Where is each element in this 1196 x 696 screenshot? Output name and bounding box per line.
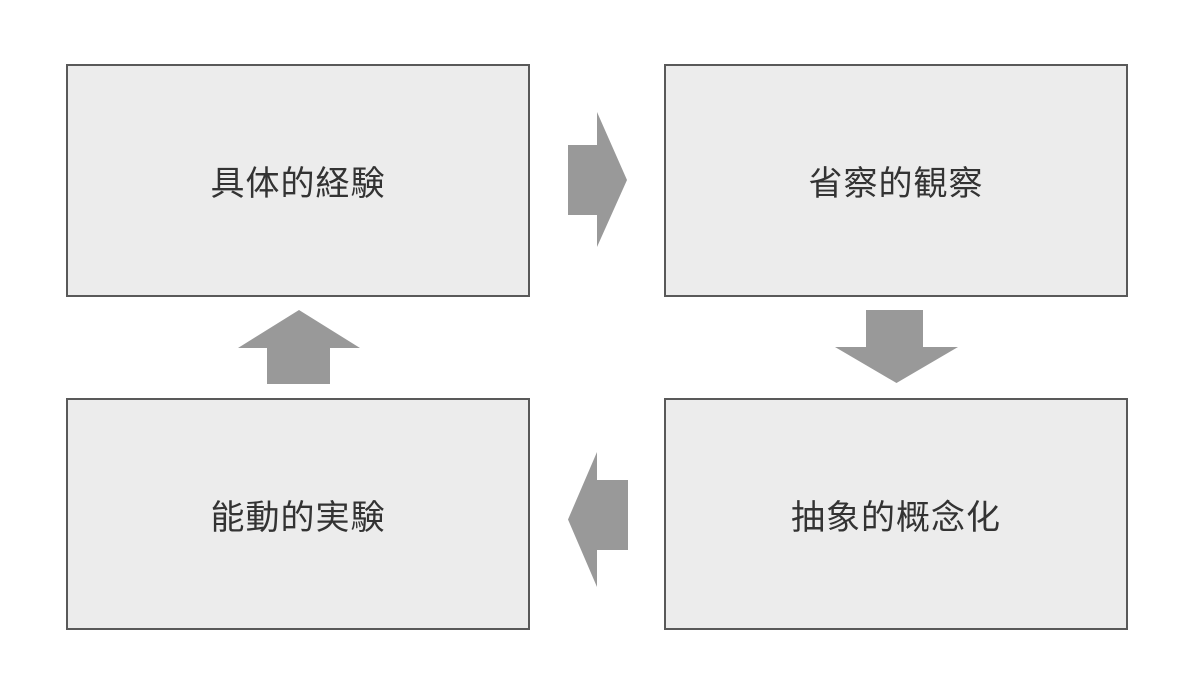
down-arrow-icon <box>835 310 958 383</box>
node-reflective-observation-label: 省察的観察 <box>808 165 984 203</box>
node-abstract-conceptualization: 抽象的概念化 <box>664 398 1128 630</box>
node-concrete-experience-label: 具体的経験 <box>210 165 386 203</box>
node-reflective-observation: 省察的観察 <box>664 64 1128 297</box>
left-arrow-icon <box>568 452 628 587</box>
node-abstract-conceptualization-label: 抽象的概念化 <box>791 498 1001 537</box>
up-arrow-icon <box>238 310 360 384</box>
node-active-experimentation: 能動的実験 <box>66 398 530 630</box>
node-concrete-experience: 具体的経験 <box>66 64 530 297</box>
right-arrow-icon <box>568 112 627 247</box>
node-active-experimentation-label: 能動的実験 <box>210 498 386 537</box>
